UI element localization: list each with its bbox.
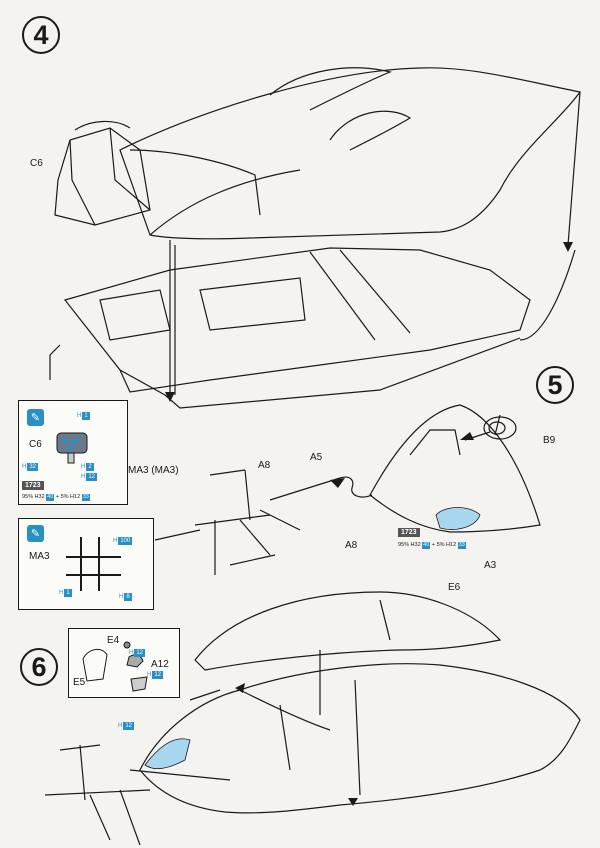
floor-tray [63,247,531,393]
fuselage-half-upper [119,67,582,240]
color-code: 1723 [398,528,420,537]
part-label: E5 [73,677,86,688]
part-label: A8 [258,460,271,471]
part-label: A3 [484,560,497,571]
canopy-glass [435,507,481,530]
small-parts-drawing [82,641,148,692]
step-number: 4 [22,16,60,54]
part-label: A8 [345,540,358,551]
instrument-panel-drawing [56,432,88,464]
mix-ratio: 95% H32 40 + 5% H12 33 [22,494,90,501]
part-label: A12 [151,659,169,670]
antenna-detail-drawing [66,537,121,591]
brush-icon: ✎ [27,409,44,426]
part-label: E4 [107,635,120,646]
fuselage-nose [139,663,581,814]
color-code: 1723 [22,481,44,490]
part-label: B9 [543,435,556,446]
part-label: E6 [448,582,461,593]
antenna-ma3 [194,469,301,575]
step-number: 5 [536,366,574,404]
brush-icon: ✎ [27,525,44,542]
part-label: MA3 [29,551,50,562]
part-label: C6 [30,158,43,169]
part-label: MA3 (MA3) [128,465,179,476]
canopy-a8 [369,404,541,533]
rod-a5 [269,476,373,501]
nose-glass [144,738,191,770]
cockpit-frame-c6 [54,127,151,226]
part-label: C6 [29,439,42,450]
mix-ratio: 95% H32 40 + 5% H12 33 [398,542,466,549]
step-number: 6 [20,648,58,686]
part-label: A5 [310,452,323,463]
